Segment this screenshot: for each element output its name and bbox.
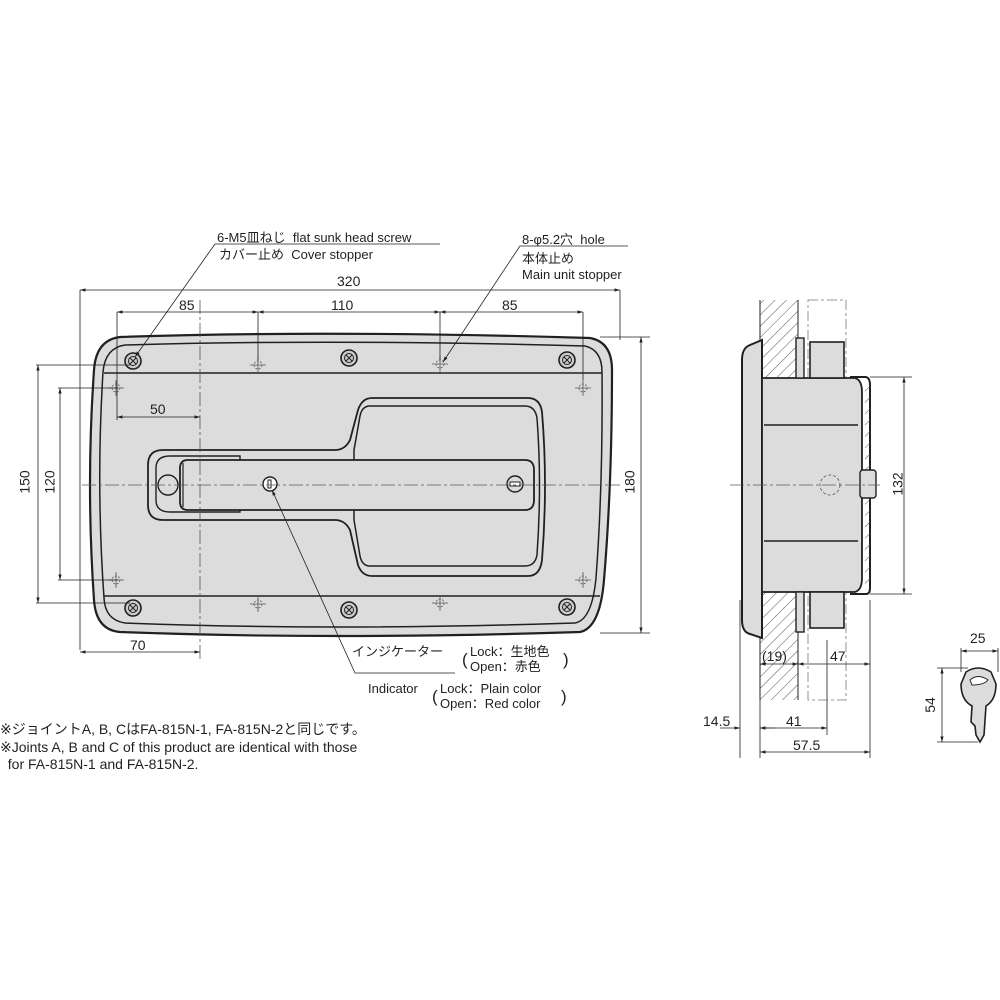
cover-stopper-label: カバー止め Cover stopper <box>219 247 373 262</box>
main-unit-stopper-en: Main unit stopper <box>522 267 622 282</box>
paren-close-ja: ) <box>563 650 569 669</box>
indicator-lock-en: Lock：Plain color <box>440 681 542 696</box>
dim-41: 41 <box>786 713 802 729</box>
paren-open-ja: ( <box>462 650 468 669</box>
dim-47: 47 <box>830 648 846 664</box>
dim-110: 110 <box>331 297 354 313</box>
dim-50: 50 <box>150 401 166 417</box>
main-unit-stopper-ja: 本体止め <box>522 251 575 266</box>
note-line-1: ※ジョイントA, B, CはFA-815N-1, FA-815N-2と同じです。 <box>0 721 366 737</box>
dim-150: 150 <box>16 470 33 494</box>
indicator-label-ja: インジケーター <box>352 644 444 659</box>
dim-key-25: 25 <box>970 630 986 646</box>
dim-19: (19) <box>762 648 787 664</box>
dim-57-5: 57.5 <box>793 737 821 753</box>
screw-callout-ja: 6-M5皿ねじ <box>217 230 286 245</box>
hole-callout: 8-φ5.2穴 hole <box>522 232 605 247</box>
dim-key-54: 54 <box>921 697 938 713</box>
key-view <box>937 648 999 744</box>
side-view <box>730 299 880 701</box>
cover-stopper-en: Cover stopper <box>291 247 373 262</box>
indicator-lock-ja: Lock：生地色 <box>470 644 550 659</box>
paren-open-en: ( <box>432 687 438 706</box>
dim-320: 320 <box>337 273 361 289</box>
indicator-open-en: Open：Red color <box>440 696 541 711</box>
hole-callout-en: hole <box>580 232 605 247</box>
dim-14-5: 14.5 <box>703 713 731 729</box>
indicator-label-en: Indicator <box>368 681 418 696</box>
note-line-2: ※Joints A, B and C of this product are i… <box>0 739 358 755</box>
side-dimensions <box>720 376 912 758</box>
dim-70: 70 <box>130 637 146 653</box>
note-line-3: for FA-815N-1 and FA-815N-2. <box>0 756 199 772</box>
front-view <box>82 300 620 660</box>
cover-stopper-ja: カバー止め <box>219 247 285 262</box>
dim-132: 132 <box>889 472 906 496</box>
screw-callout-en: flat sunk head screw <box>292 230 412 245</box>
indicator-open-ja: Open：赤色 <box>470 659 541 674</box>
paren-close-en: ) <box>561 687 567 706</box>
dim-85-right: 85 <box>502 297 518 313</box>
hole-callout-ja: 8-φ5.2穴 <box>522 232 574 247</box>
dim-180: 180 <box>621 470 638 494</box>
front-dimensions <box>36 243 650 674</box>
dim-120: 120 <box>41 470 58 494</box>
screw-callout: 6-M5皿ねじ flat sunk head screw <box>217 230 411 245</box>
dim-85-left: 85 <box>179 297 195 313</box>
